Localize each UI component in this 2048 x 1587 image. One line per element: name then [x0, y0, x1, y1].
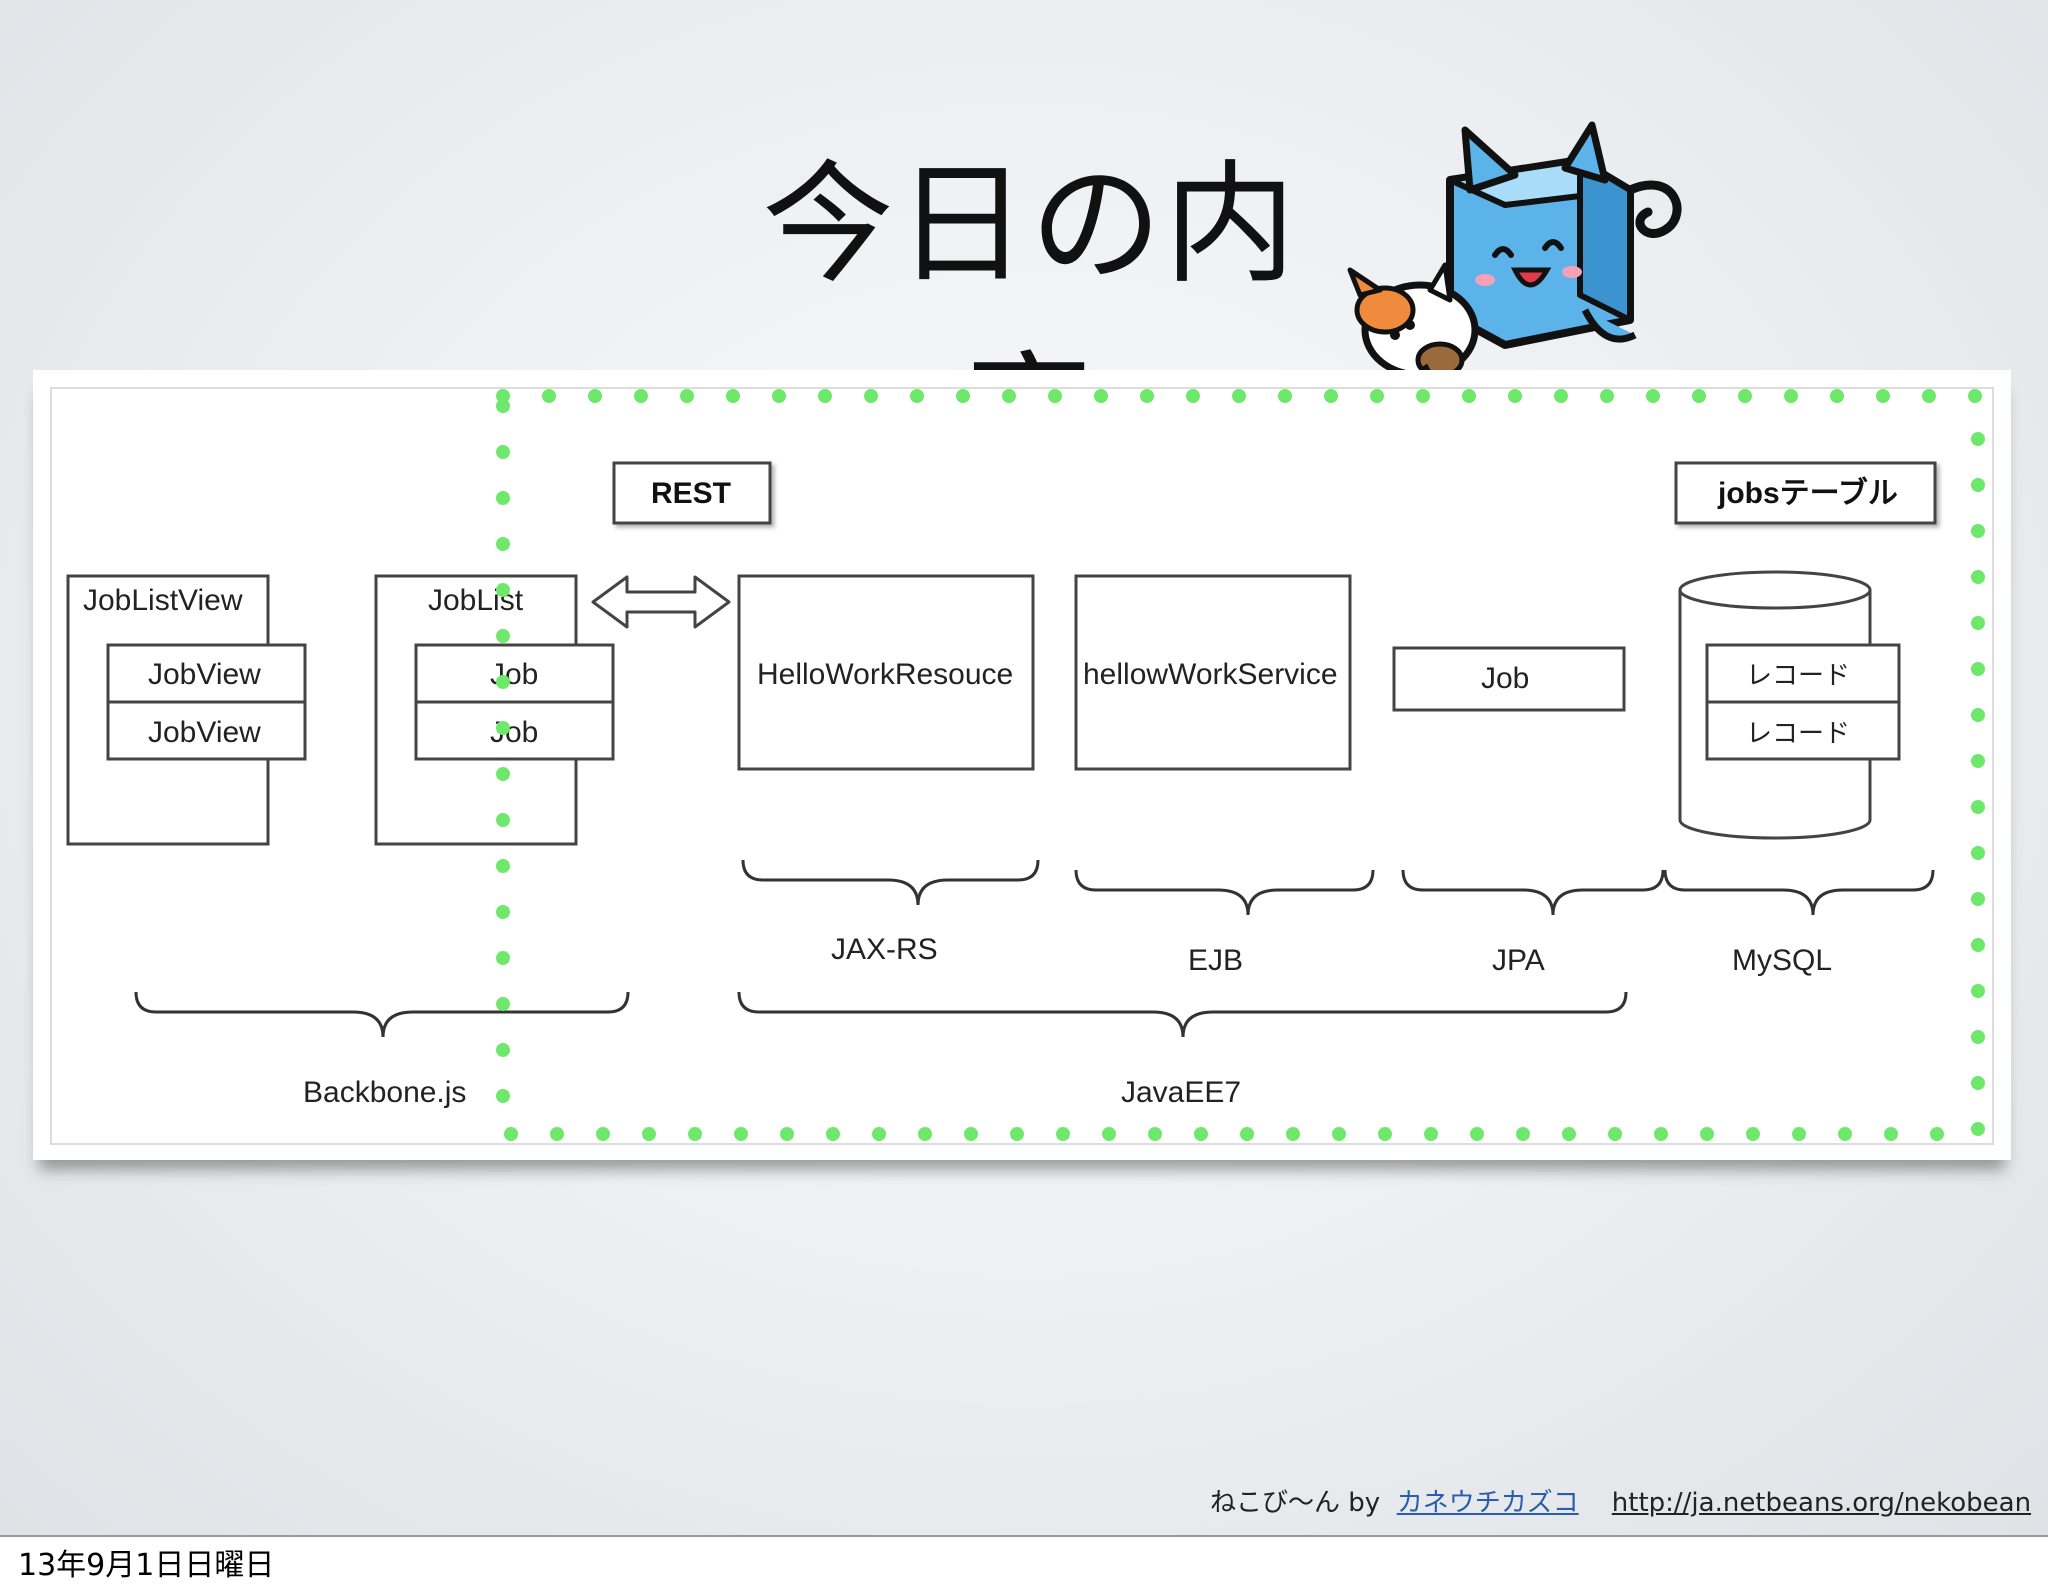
mysql-label: MySQL — [1732, 944, 1832, 977]
backbone-brace — [134, 991, 630, 1038]
jpa-brace — [1401, 869, 1665, 916]
nekobean-mascot-illustration — [1347, 121, 1682, 398]
bidirectional-arrow-icon — [591, 575, 731, 629]
record-box-2 — [1705, 700, 1901, 761]
credit-line: ねこび～ん by カネウチカズコ http://ja.netbeans.org/… — [1210, 1482, 2031, 1519]
jobs-table-label-box — [1674, 461, 1937, 525]
credit-prefix: ねこび～ん by — [1210, 1488, 1381, 1518]
rest-label: REST — [651, 477, 731, 510]
service-box — [1074, 574, 1352, 771]
job-label-2: Job — [490, 716, 538, 749]
job-box-1 — [414, 643, 615, 704]
jaxrs-brace — [741, 859, 1040, 906]
jobview-label-2: JobView — [148, 716, 261, 749]
service-label: hellowWorkService — [1083, 658, 1338, 691]
jobview-box-1 — [106, 643, 307, 704]
backbone-label: Backbone.js — [303, 1076, 466, 1109]
slide: 今日の内容 JobListView — [0, 0, 2048, 1537]
job-box-2 — [414, 700, 615, 761]
javaee-highlight-border — [496, 389, 1985, 1141]
jaxrs-label: JAX-RS — [831, 933, 938, 966]
record-label-1: レコード — [1746, 660, 1850, 690]
mysql-brace — [1663, 869, 1935, 916]
nekobean-url-link[interactable]: http://ja.netbeans.org/nekobean — [1611, 1488, 2032, 1518]
job-label-1: Job — [490, 658, 538, 691]
javaee-label: JavaEE7 — [1121, 1076, 1241, 1109]
entity-label: Job — [1481, 662, 1529, 695]
jpa-label: JPA — [1492, 944, 1545, 977]
rest-box — [612, 461, 772, 525]
javaee-brace — [737, 991, 1628, 1038]
ejb-brace — [1074, 869, 1375, 916]
jobview-label-1: JobView — [148, 658, 261, 691]
record-label-2: レコード — [1746, 718, 1850, 748]
ejb-label: EJB — [1188, 944, 1243, 977]
joblistview-label: JobListView — [83, 584, 243, 617]
author-link[interactable]: カネウチカズコ — [1396, 1488, 1579, 1518]
resource-label: HelloWorkResouce — [757, 658, 1013, 691]
jobview-box-2 — [106, 700, 307, 761]
entity-box — [1392, 646, 1626, 712]
architecture-diagram: JobListView JobView JobView JobList Job … — [33, 370, 2011, 1160]
resource-box — [737, 574, 1035, 771]
date-label: 13年9月1日日曜日 — [18, 1548, 275, 1583]
jobs-table-label: jobsテーブル — [1717, 476, 1898, 510]
